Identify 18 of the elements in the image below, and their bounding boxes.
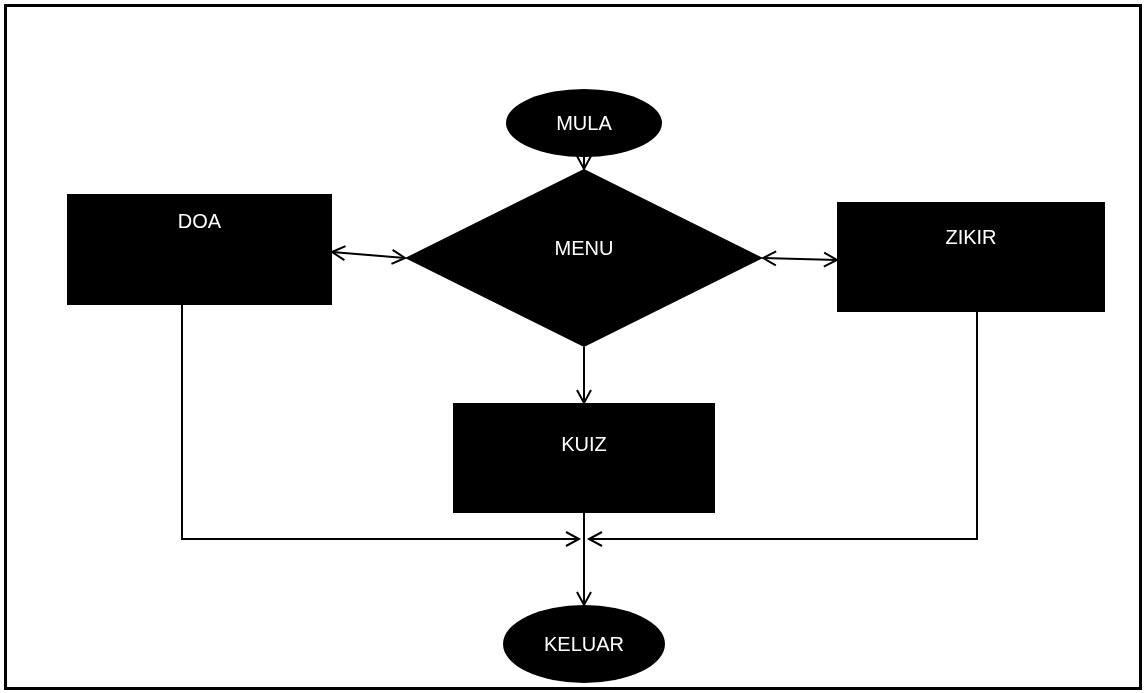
node-label: MULA [556, 111, 612, 135]
arrow [576, 538, 592, 606]
connector-line [583, 512, 585, 540]
arrow [588, 311, 978, 547]
arrow [762, 250, 838, 268]
node-label: KELUAR [544, 632, 624, 656]
node-label: DOA [177, 210, 222, 233]
node-label: MENU [554, 236, 614, 260]
arrow [576, 346, 592, 404]
arrow [331, 245, 406, 265]
decision-diamond [405, 169, 763, 347]
process-box [67, 194, 332, 305]
process-box [453, 403, 715, 513]
arrow [576, 155, 592, 170]
arrow [181, 304, 580, 547]
process-box [837, 202, 1105, 312]
node-label: KUIZ [561, 432, 607, 456]
node-label: ZIKIR [945, 225, 997, 249]
